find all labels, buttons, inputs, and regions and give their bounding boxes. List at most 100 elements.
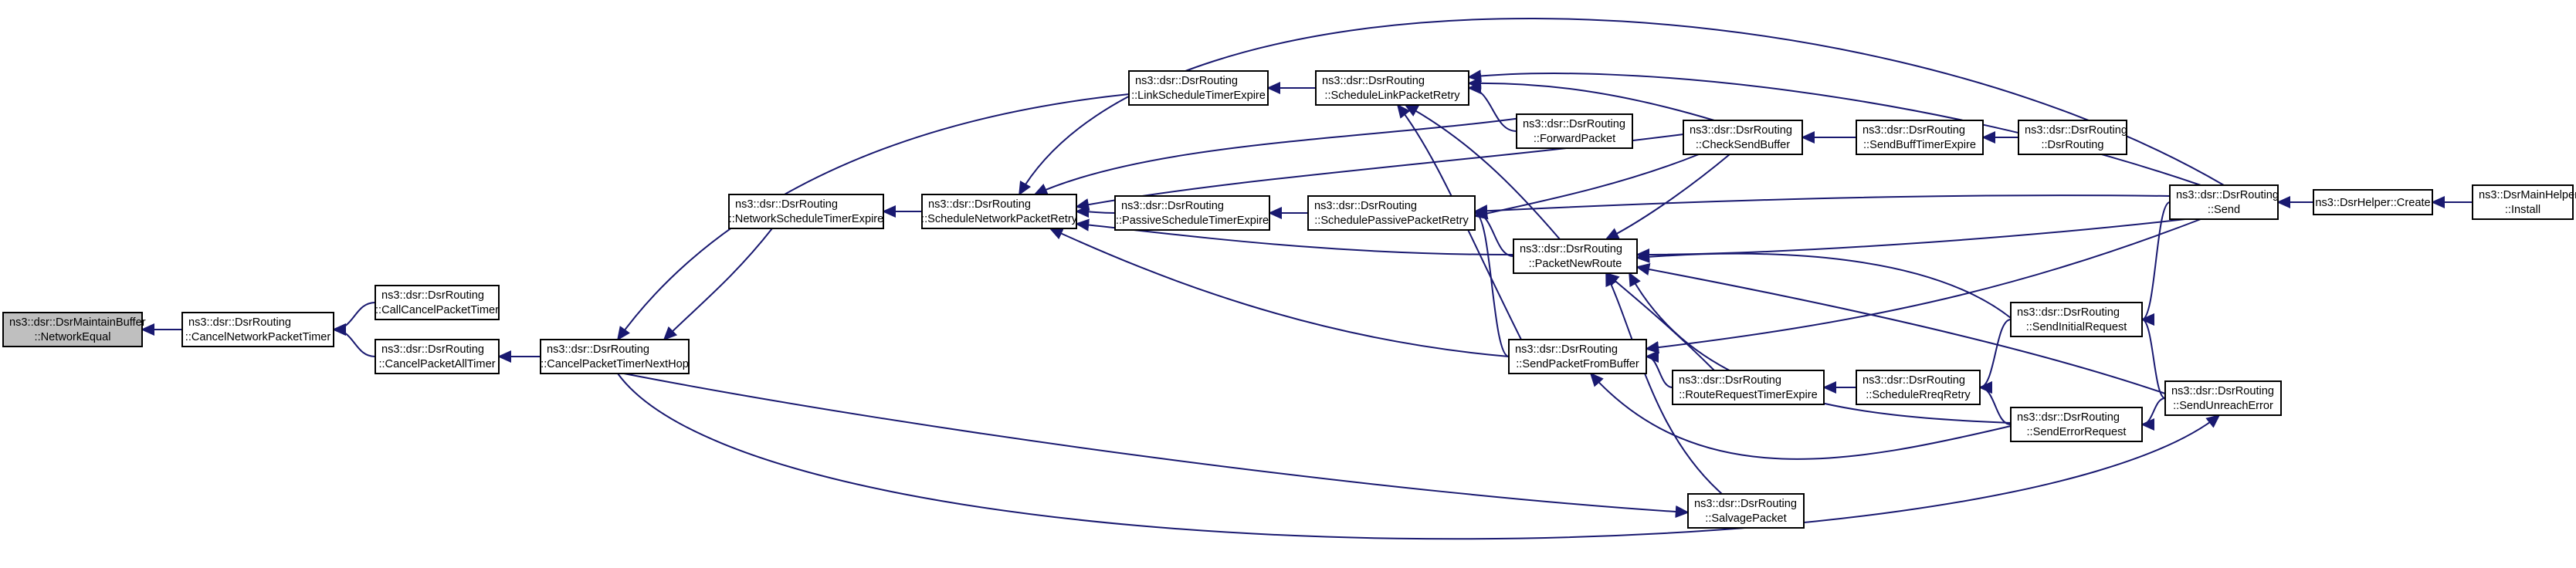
edge-n22-to-n20 <box>2140 201 2171 326</box>
node-n13[interactable]: ns3::dsr::DsrRouting::SendPacketFromBuff… <box>1508 339 1647 374</box>
edge-n21-to-n18 <box>1978 380 2012 425</box>
node-label: ::CancelNetworkPacketTimer <box>185 331 331 343</box>
node-label: ns3::dsr::DsrRouting <box>2017 411 2120 424</box>
node-box <box>2018 120 2127 155</box>
node-n3[interactable]: ns3::dsr::DsrRouting::CancelPacketAllTim… <box>375 339 500 374</box>
edge-n21-to-n13 <box>1589 372 2012 460</box>
node-n14[interactable]: ns3::dsr::DsrRouting::CheckSendBuffer <box>1683 120 1803 155</box>
edge-n16-to-n12 <box>1605 272 1723 495</box>
node-n16[interactable]: ns3::dsr::DsrRouting::SalvagePacket <box>1687 493 1805 529</box>
node-box <box>1856 370 1981 405</box>
node-label: ns3::dsr::DsrRouting <box>1863 374 1965 387</box>
edge-n8-to-n6 <box>1075 205 1116 218</box>
node-box <box>1307 195 1476 231</box>
edge-n5-to-n4 <box>663 228 773 341</box>
edge-n22-to-n10 <box>1473 194 2171 218</box>
node-n5[interactable]: ns3::dsr::DsrRouting::NetworkScheduleTim… <box>728 194 884 229</box>
node-n18[interactable]: ns3::dsr::DsrRouting::ScheduleRreqRetry <box>1856 370 1981 405</box>
node-n4[interactable]: ns3::dsr::DsrRouting::CancelPacketTimerN… <box>540 339 690 374</box>
node-label: ns3::dsr::DsrRouting <box>1314 200 1417 212</box>
edge-n15-to-n13 <box>1645 350 1673 388</box>
node-n20[interactable]: ns3::dsr::DsrRouting::SendInitialRequest <box>2010 302 2143 337</box>
node-box <box>2169 184 2279 220</box>
node-n2[interactable]: ns3::dsr::DsrRouting::CallCancelPacketTi… <box>375 285 500 320</box>
node-label: ::SendUnreachError <box>2173 400 2273 412</box>
node-label: ::CheckSendBuffer <box>1696 139 1790 151</box>
edge-n13-to-n10 <box>1473 207 1510 357</box>
node-label: ::DsrRouting <box>2041 139 2103 151</box>
node-label: ns3::dsr::DsrRouting <box>2025 124 2127 137</box>
node-n25[interactable]: ns3::DsrMainHelper::Install <box>2472 184 2576 220</box>
node-label: ::PacketNewRoute <box>1529 258 1622 270</box>
node-label: ::Send <box>2208 204 2240 216</box>
node-n17[interactable]: ns3::dsr::DsrRouting::SendBuffTimerExpir… <box>1856 120 1984 155</box>
node-box <box>1508 339 1647 374</box>
node-label: ::PassiveScheduleTimerExpire <box>1116 215 1269 227</box>
node-n7[interactable]: ns3::dsr::DsrRouting::LinkScheduleTimerE… <box>1128 70 1269 106</box>
edge-n14-to-n9 <box>1467 76 1715 121</box>
node-label: ns3::dsr::DsrRouting <box>1523 118 1625 130</box>
node-n8[interactable]: ns3::dsr::DsrRouting::PassiveScheduleTim… <box>1114 195 1270 231</box>
edge-n14-to-n12 <box>1605 154 1730 240</box>
node-label: ns3::dsr::DsrRouting <box>2017 306 2120 319</box>
edge-n23-to-n21 <box>2140 397 2166 431</box>
edge-n4-to-n16 <box>623 373 1690 519</box>
edge-n7-to-n4 <box>616 93 1130 341</box>
edge-n20-to-n18 <box>1978 319 2012 394</box>
node-box <box>1687 493 1805 529</box>
node-label: ::ScheduleLinkPacketRetry <box>1324 90 1460 102</box>
edge-n23-to-n12 <box>1635 263 2166 394</box>
node-label: ns3::dsr::DsrRouting <box>1679 374 1781 387</box>
nodes: ns3::dsr::DsrMaintainBuffer::NetworkEqua… <box>2 70 2576 529</box>
node-label: ::SendBuffTimerExpire <box>1863 139 1976 151</box>
node-label: ::CancelPacketAllTimer <box>378 358 495 370</box>
node-label: ::ScheduleNetworkPacketRetry <box>921 213 1078 225</box>
node-box <box>921 194 1077 229</box>
node-n19[interactable]: ns3::dsr::DsrRouting::DsrRouting <box>2018 120 2127 155</box>
node-label: ns3::dsr::DsrRouting <box>1322 75 1425 87</box>
node-box <box>2 312 143 347</box>
node-box <box>1856 120 1984 155</box>
node-label: ns3::dsr::DsrRouting <box>381 343 484 356</box>
node-label: ns3::dsr::DsrMaintainBuffer <box>9 316 146 329</box>
node-n0[interactable]: ns3::dsr::DsrMaintainBuffer::NetworkEqua… <box>2 312 146 347</box>
node-n6[interactable]: ns3::dsr::DsrRouting::ScheduleNetworkPac… <box>921 194 1078 229</box>
node-box <box>1683 120 1803 155</box>
node-label: ::SalvagePacket <box>1705 512 1786 525</box>
node-label: ::SendInitialRequest <box>2026 321 2127 333</box>
node-n1[interactable]: ns3::dsr::DsrRouting::CancelNetworkPacke… <box>181 312 334 347</box>
node-box <box>2164 380 2282 416</box>
edge-n12-to-n9 <box>1404 104 1561 240</box>
node-n12[interactable]: ns3::dsr::DsrRouting::PacketNewRoute <box>1513 238 1638 274</box>
node-n15[interactable]: ns3::dsr::DsrRouting::RouteRequestTimerE… <box>1672 370 1825 405</box>
node-label: ns3::DsrMainHelper <box>2479 189 2576 201</box>
node-n10[interactable]: ns3::dsr::DsrRouting::SchedulePassivePac… <box>1307 195 1476 231</box>
node-n11[interactable]: ns3::dsr::DsrRouting::ForwardPacket <box>1516 113 1633 149</box>
node-label: ns3::dsr::DsrRouting <box>1121 200 1224 212</box>
node-box <box>2010 407 2143 442</box>
edge-n11-to-n6 <box>1033 113 1548 195</box>
edge-n3-to-n1 <box>332 323 376 357</box>
node-label: ::NetworkEqual <box>35 331 111 343</box>
edge-n23-to-n20 <box>2140 313 2166 399</box>
node-box <box>2472 184 2574 220</box>
node-label: ns3::dsr::DsrRouting <box>547 343 649 356</box>
node-label: ::SchedulePassivePacketRetry <box>1314 215 1469 227</box>
edge-n2-to-n1 <box>332 302 376 336</box>
node-box <box>181 312 334 347</box>
node-n21[interactable]: ns3::dsr::DsrRouting::SendErrorRequest <box>2010 407 2143 442</box>
node-label: ::RouteRequestTimerExpire <box>1679 389 1818 401</box>
edges <box>141 18 2473 540</box>
edge-n13-to-n6 <box>1049 228 1510 357</box>
node-box <box>1516 113 1633 149</box>
node-label: ns3::dsr::DsrRouting <box>1863 124 1965 137</box>
node-label: ns3::dsr::DsrRouting <box>1690 124 1792 137</box>
node-n24[interactable]: ns3::DsrHelper::Create <box>2313 189 2433 215</box>
node-label: ns3::dsr::DsrRouting <box>188 316 291 329</box>
node-n22[interactable]: ns3::dsr::DsrRouting::Send <box>2169 184 2279 220</box>
node-label: ::SendErrorRequest <box>2027 426 2127 438</box>
node-n23[interactable]: ns3::dsr::DsrRouting::SendUnreachError <box>2164 380 2282 416</box>
node-box <box>1672 370 1825 405</box>
node-label: ns3::dsr::DsrRouting <box>1135 75 1238 87</box>
node-n9[interactable]: ns3::dsr::DsrRouting::ScheduleLinkPacket… <box>1315 70 1469 106</box>
